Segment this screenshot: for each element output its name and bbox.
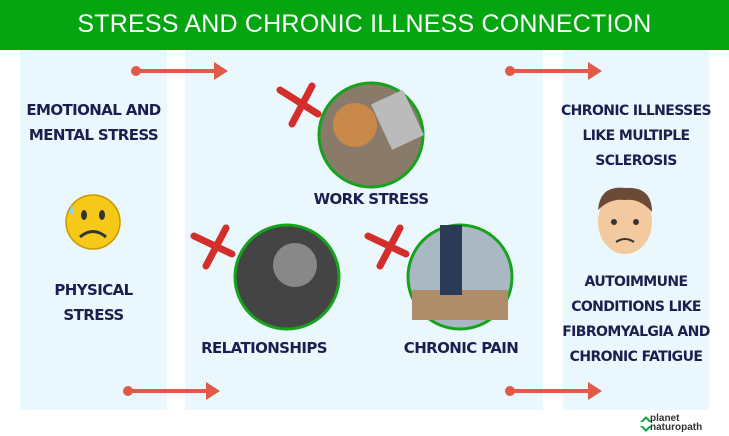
cross-icons: [190, 82, 410, 270]
relationships-photo: [233, 223, 341, 331]
emotional-stress-label: EMOTIONAL AND MENTAL STRESS: [26, 101, 161, 144]
cross-icon: [364, 224, 410, 270]
chronic-pain-label: CHRONIC PAIN: [403, 339, 519, 357]
arrow-icon: [131, 62, 228, 80]
cross-icon: [276, 82, 322, 128]
autoimmune-label: AUTOIMMUNE CONDITIONS LIKE FIBROMYALGIA …: [562, 274, 710, 365]
sick-boy-icon: [598, 187, 652, 254]
multiple-sclerosis-label: CHRONIC ILLNESSES LIKE MULTIPLE SCLEROSI…: [560, 103, 712, 169]
relationships-label: RELATIONSHIPS: [201, 339, 327, 357]
physical-stress-label: PHYSICAL STRESS: [54, 281, 133, 324]
logo-line2: naturopath: [650, 422, 703, 433]
sad-face-icon: [65, 194, 121, 250]
arrow-icons: [123, 62, 602, 400]
chronic-pain-photo: [406, 223, 514, 331]
arrow-icon: [505, 62, 602, 80]
arrow-icon: [505, 382, 602, 400]
page-title: STRESS AND CHRONIC ILLNESS CONNECTION: [0, 0, 729, 50]
work-stress-label: WORK STRESS: [313, 190, 429, 208]
logo-icon: [640, 416, 652, 432]
work-stress-photo: [317, 81, 425, 189]
arrow-icon: [123, 382, 220, 400]
logo-line1: planet: [650, 413, 680, 424]
cross-icon: [190, 224, 236, 270]
